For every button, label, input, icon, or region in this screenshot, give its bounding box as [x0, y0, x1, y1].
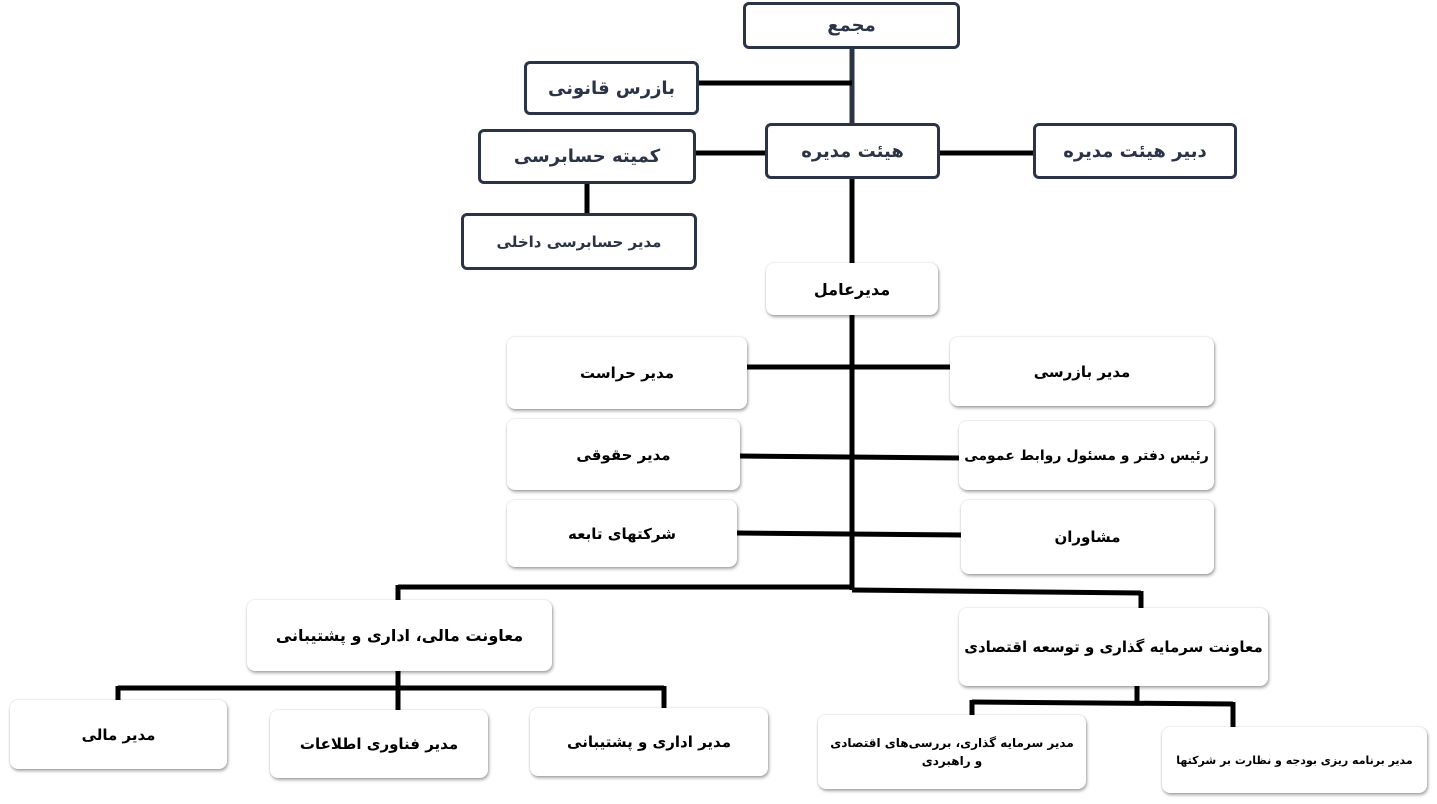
node-it-manager: مدیر فناوری اطلاعات [270, 710, 488, 778]
node-office-head-pr: رئیس دفتر و مسئول روابط عمومی [959, 421, 1214, 490]
node-internal-audit-manager: مدیر حسابرسی داخلی [461, 213, 697, 270]
node-admin-support-manager: مدیر اداری و پشتیبانی [530, 708, 768, 776]
node-budget-oversight-manager: مدیر برنامه ریزی بودجه و نظارت بر شرکتها [1162, 727, 1427, 793]
node-advisors: مشاوران [961, 500, 1214, 574]
node-assembly: مجمع [743, 2, 960, 49]
node-audit-committee: کمیته حسابرسی [478, 129, 696, 184]
node-ceo: مدیرعامل [766, 263, 938, 315]
node-inspection-manager: مدیر بازرسی [950, 337, 1214, 406]
node-investment-studies-manager: مدیر سرمایه گذاری، بررسی‌های اقتصادی و ر… [818, 715, 1086, 789]
node-legal-manager: مدیر حقوقی [507, 419, 740, 490]
node-board: هیئت مدیره [765, 123, 940, 179]
node-finance-manager: مدیر مالی [10, 700, 227, 769]
node-subsidiaries: شرکتهای تابعه [507, 500, 737, 567]
node-board-secretary: دبیر هیئت مدیره [1033, 123, 1237, 179]
node-finance-admin-deputy: معاونت مالی، اداری و پشتیبانی [247, 600, 552, 671]
node-legal-inspector: بازرس قانونی [524, 61, 699, 115]
node-investment-deputy: معاونت سرمایه گذاری و توسعه اقتصادی [959, 608, 1268, 686]
node-security-manager: مدیر حراست [507, 337, 747, 409]
